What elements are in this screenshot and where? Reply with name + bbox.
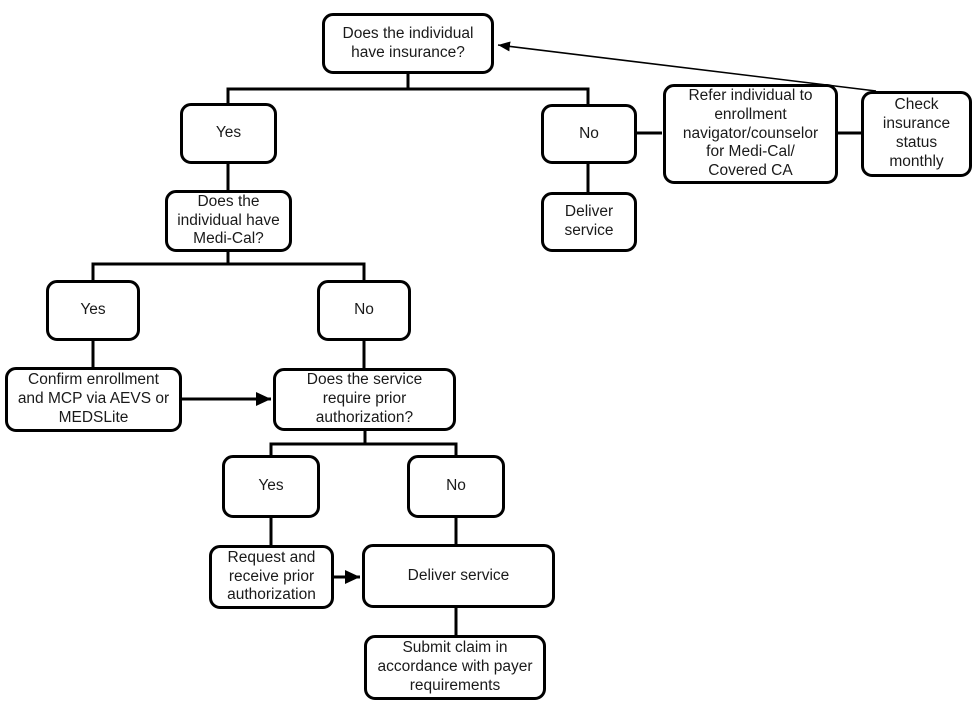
node-yes-prior-auth: Yes	[222, 455, 320, 518]
node-no-medical: No	[317, 280, 411, 341]
node-check-insurance-monthly: Check insurance status monthly	[861, 91, 972, 177]
node-yes-medical: Yes	[46, 280, 140, 341]
node-deliver-service-no-insurance: Deliver service	[541, 192, 637, 252]
node-does-individual-have-medical: Does the individual have Medi-Cal?	[165, 190, 292, 252]
node-deliver-service: Deliver service	[362, 544, 555, 608]
node-request-receive-prior-auth: Request and receive prior authorization	[209, 545, 334, 609]
node-yes-insurance: Yes	[180, 103, 277, 164]
node-submit-claim-payer-requirements: Submit claim in accordance with payer re…	[364, 635, 546, 700]
node-refer-enrollment-navigator: Refer individual to enrollment navigator…	[663, 84, 838, 184]
node-does-service-require-prior-auth: Does the service require prior authoriza…	[273, 368, 456, 431]
node-confirm-enrollment-aevs-medslite: Confirm enrollment and MCP via AEVS or M…	[5, 367, 182, 432]
node-no-insurance: No	[541, 104, 637, 164]
node-does-individual-have-insurance: Does the individual have insurance?	[322, 13, 494, 74]
node-no-prior-auth: No	[407, 455, 505, 518]
